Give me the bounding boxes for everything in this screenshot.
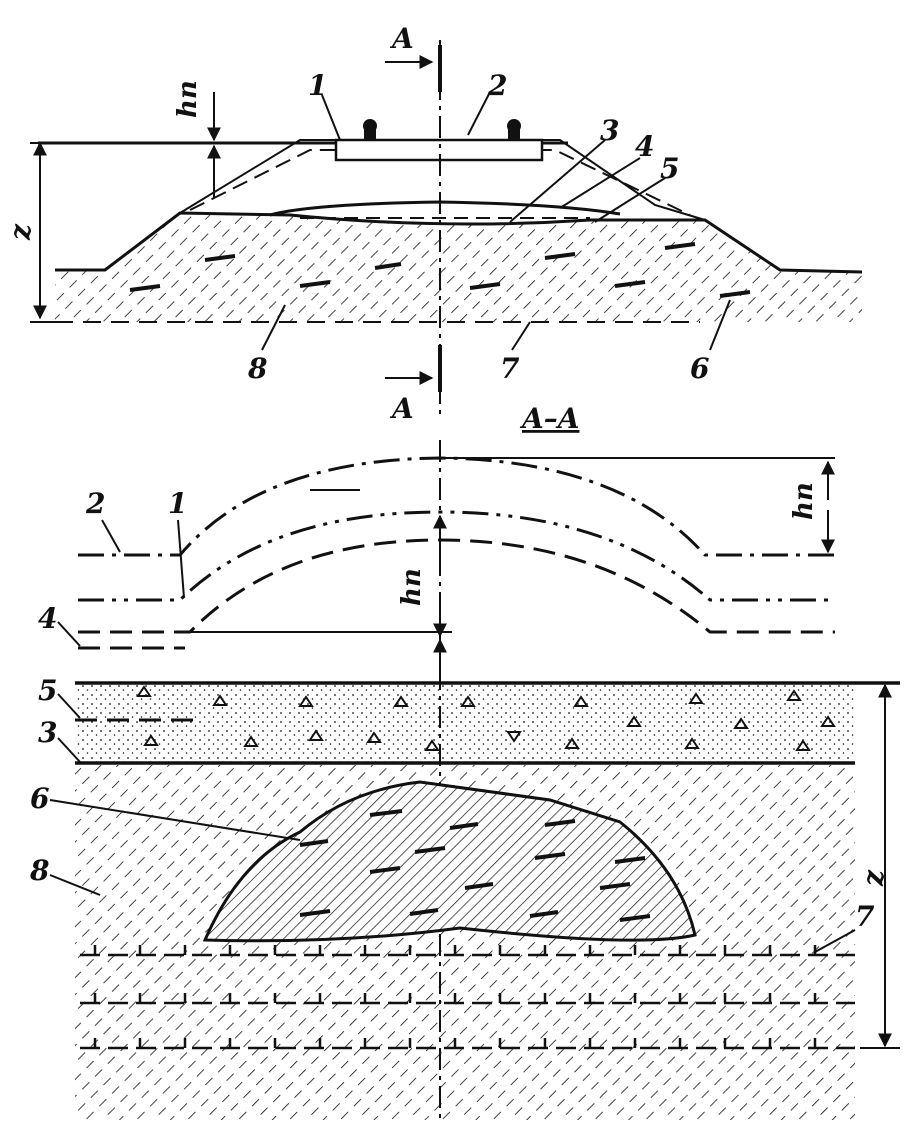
soil-lens-marks: [129, 242, 751, 298]
section-heave-curves: [78, 456, 835, 650]
callout-sec-4: 4: [38, 602, 57, 635]
callout-sec-3: 3: [38, 716, 57, 749]
callout-top-5: 5: [660, 152, 679, 185]
heave-dim-top: hn: [173, 80, 203, 118]
callout-sec-2: 2: [85, 487, 105, 520]
heave-dim-section-right: hn: [789, 482, 819, 520]
callout-top-8: 8: [247, 352, 267, 385]
callout-sec-1: 1: [168, 487, 187, 520]
frozen-ticks: [93, 945, 817, 1048]
embankment-profile: [38, 119, 863, 323]
section-title: A–A: [519, 402, 579, 435]
callout-top-2: 2: [487, 69, 507, 102]
callout-sec-5: 5: [38, 674, 57, 707]
callout-sec-6: 6: [30, 782, 49, 815]
top-dimensions: hn z: [4, 80, 221, 323]
rail-right: [507, 119, 521, 140]
callout-top-4: 4: [635, 130, 654, 163]
callout-top-7: 7: [500, 352, 520, 385]
callout-top-3: 3: [600, 114, 619, 147]
depth-dim-section: z: [861, 869, 894, 887]
embankment-soil: [55, 213, 862, 322]
callout-top-6: 6: [690, 352, 709, 385]
callout-sec-7: 7: [855, 900, 875, 933]
section-callouts: 2 1 4 5 3 6 8 7: [29, 487, 875, 953]
top-callouts: 1 2 3 4 5 6 7 8: [247, 69, 731, 385]
lens-ice-marks: [299, 809, 651, 922]
section-mark-bottom: A: [389, 392, 414, 425]
callout-sec-8: 8: [29, 854, 49, 887]
heave-dim-section-center: hn: [397, 568, 427, 606]
callout-top-1: 1: [308, 69, 327, 102]
section-dimensions: hn hn z: [397, 460, 900, 1049]
section-cut-line: A A: [385, 22, 442, 425]
section-mark-top: A: [389, 22, 414, 55]
depth-dim-top: z: [4, 223, 37, 241]
rail-left: [363, 119, 377, 140]
ballast-layer: [75, 681, 900, 765]
